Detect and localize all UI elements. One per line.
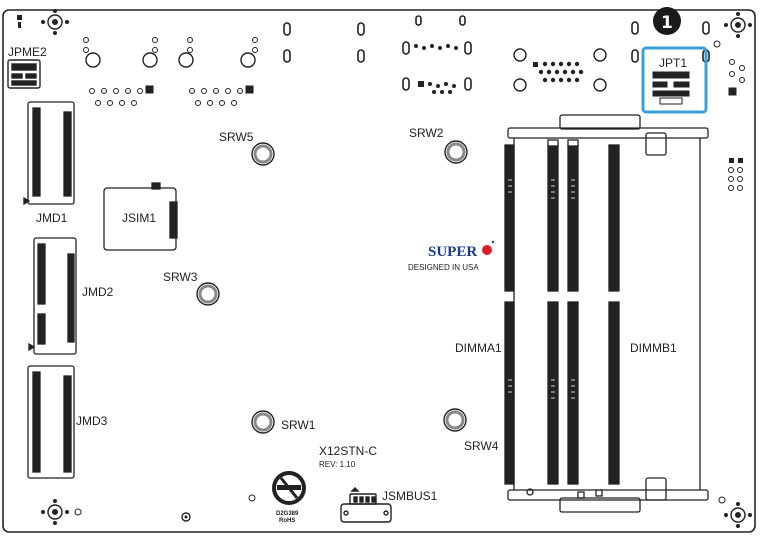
mounting-hole-top-left — [41, 9, 69, 35]
right-pin-header — [728, 59, 745, 96]
rear-io-pins-2 — [189, 85, 254, 106]
supermicro-logo: SUPER — [428, 240, 495, 260]
jsim1-slot — [103, 182, 178, 251]
srw1-label: SRW1 — [281, 418, 316, 432]
callout-number: 1 — [661, 13, 673, 33]
jmd3-m2-slot — [27, 365, 75, 479]
right-pin-header-2 — [728, 158, 743, 191]
jmd2-m2-slot — [28, 237, 77, 355]
jmd2-label: JMD2 — [82, 285, 114, 299]
jsmbus1-label: JSMBUS1 — [382, 489, 438, 503]
board-model-label: X12STN-C — [319, 444, 377, 458]
vga-connector — [513, 48, 607, 92]
srw4-label: SRW4 — [464, 439, 499, 453]
display-connector — [414, 44, 458, 94]
callout-badge: 1 — [653, 7, 681, 35]
jmd3-label: JMD3 — [76, 414, 108, 428]
dimmb1-label: DIMMB1 — [630, 341, 677, 355]
srw3-standoff — [196, 282, 220, 306]
srw5-label: SRW5 — [219, 130, 254, 144]
svg-text:SUPER: SUPER — [428, 244, 477, 260]
jpme2-label: JPME2 — [8, 45, 47, 59]
mounting-hole-bottom-right — [718, 496, 752, 528]
srw2-label: SRW2 — [409, 126, 444, 140]
rear-io-pins-1 — [89, 85, 154, 106]
srw2-standoff — [444, 140, 468, 164]
jmd1-m2-slot — [23, 101, 75, 206]
dimm-slot-highlights — [508, 179, 575, 399]
srw5-standoff — [251, 142, 275, 166]
board-outline — [2, 9, 756, 533]
brand-tagline: DESIGNED IN USA — [408, 263, 479, 272]
jsim1-label: JSIM1 — [122, 211, 156, 225]
rear-io-lan-1 — [83, 37, 158, 68]
svg-text:D2G389: D2G389 — [276, 511, 299, 517]
slot-pins-top — [283, 15, 710, 91]
rear-io-lan-2 — [178, 37, 258, 68]
srw4-standoff — [443, 408, 467, 432]
mounting-hole-bottom-left — [41, 499, 82, 525]
jpt1-label: JPT1 — [659, 56, 687, 70]
srw1-standoff — [251, 410, 275, 434]
mounting-hole-top-right — [713, 12, 752, 48]
srw3-label: SRW3 — [163, 270, 198, 284]
svg-text:RoHS: RoHS — [279, 518, 295, 524]
dimma1-label: DIMMA1 — [455, 341, 502, 355]
jpt1-jumper — [652, 71, 690, 105]
jpt1-highlight-box[interactable] — [641, 46, 708, 114]
jmd1-label: JMD1 — [36, 211, 68, 225]
jsmbus1-connector — [340, 487, 392, 523]
jpme2-jumper — [7, 59, 41, 89]
board-rev-label: REV: 1.10 — [319, 460, 356, 469]
dimm-slots — [504, 114, 709, 513]
rohs-mark: D2G389 RoHS — [272, 471, 306, 524]
